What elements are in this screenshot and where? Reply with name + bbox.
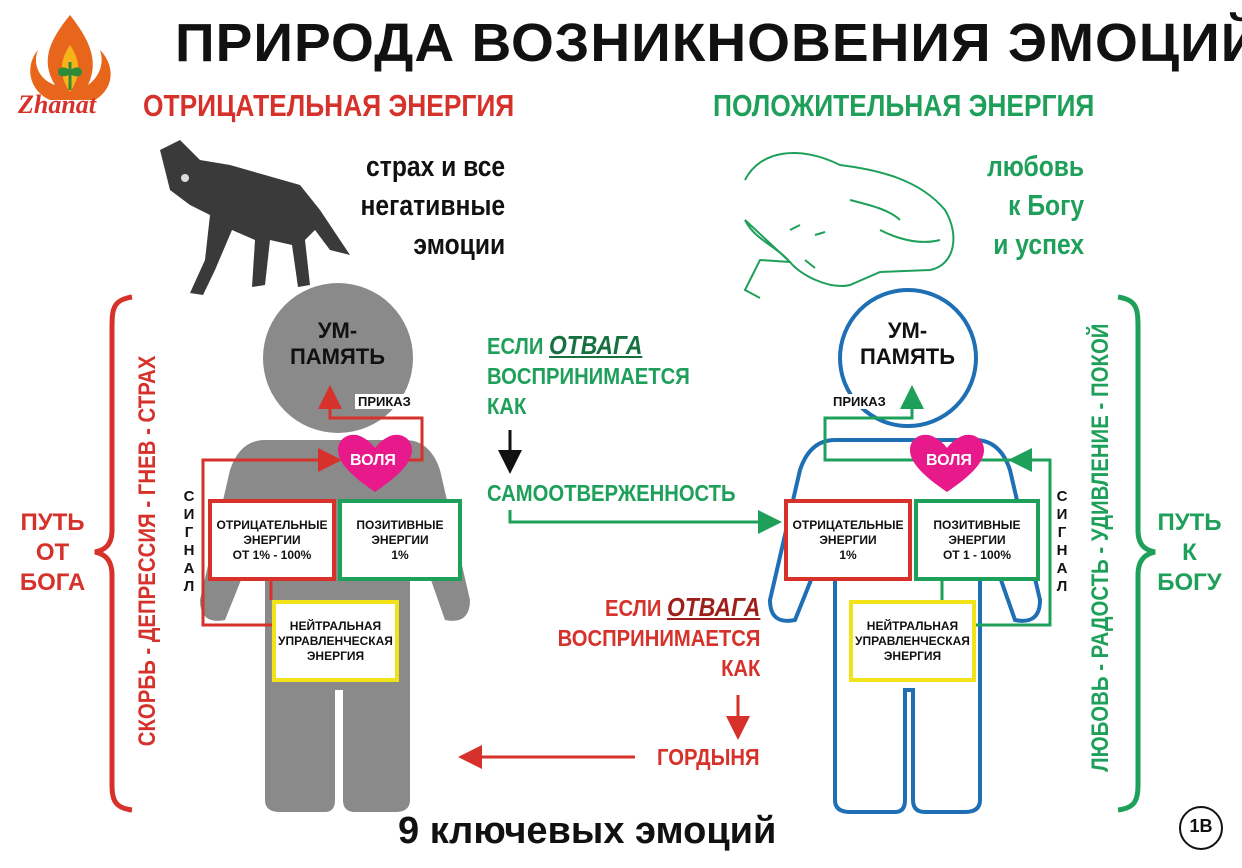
box-line: УПРАВЛЕНЧЕСКАЯ [278, 633, 393, 648]
signal-letter: Л [1056, 578, 1068, 595]
signal-letter: А [1056, 560, 1068, 577]
signal-letter: Л [183, 578, 195, 595]
courage-word: ОТВАГА [548, 330, 643, 360]
box-line: НЕЙТРАЛЬНАЯ [289, 618, 382, 633]
box-line: УПРАВЛЕНЧЕСКАЯ [855, 633, 970, 648]
head-line: ПАМЯТЬ [289, 344, 386, 369]
signal-letter: А [183, 560, 195, 577]
condition-line: КАК [487, 393, 527, 419]
left-brace [94, 294, 133, 813]
box-line: ОТ 1% - 100% [232, 547, 312, 562]
condition-line: КАК [720, 655, 760, 681]
signal-letter: И [183, 506, 195, 523]
box-line: ЭНЕРГИИ [371, 532, 429, 547]
logo-flame-icon [30, 15, 111, 100]
path-to-god: ПУТЬ К БОГУ [1152, 508, 1227, 598]
path-line: БОГУ [1157, 569, 1222, 596]
left-will-label: ВОЛЯ [350, 452, 396, 469]
pride-condition: ЕСЛИ ОТВАГА ВОСПРИНИМАЕТСЯ КАК [557, 592, 760, 683]
box-line: ЭНЕРГИЯ [306, 648, 365, 663]
signal-letter: С [183, 488, 195, 505]
if-word: ЕСЛИ [604, 595, 662, 621]
pride-result: ГОРДЫНЯ [657, 744, 760, 770]
footer-caption: 9 ключевых эмоций [398, 810, 777, 852]
positive-caption: любовь к Богу и успех [987, 148, 1084, 265]
caption-line: негативные [360, 190, 505, 222]
page-badge: 1В [1189, 816, 1213, 836]
path-line: ПУТЬ [20, 509, 85, 536]
right-mind-memory: УМ- ПАМЯТЬ [850, 318, 965, 370]
right-brace [1117, 294, 1156, 813]
positive-energy-heading: ПОЛОЖИТЕЛЬНАЯ ЭНЕРГИЯ [713, 88, 1095, 123]
caption-line: страх и все [365, 151, 505, 183]
if-word: ЕСЛИ [487, 333, 544, 359]
caption-line: и успех [993, 229, 1084, 261]
box-line: ЭНЕРГИИ [243, 532, 301, 547]
right-order-label: ПРИКАЗ [830, 394, 889, 409]
left-mind-memory: УМ- ПАМЯТЬ [280, 318, 395, 370]
negative-energy-heading: ОТРИЦАТЕЛЬНАЯ ЭНЕРГИЯ [143, 88, 515, 123]
box-line: ПОЗИТИВНЫЕ [933, 517, 1021, 532]
courage-word: ОТВАГА [666, 592, 760, 622]
box-line: НЕЙТРАЛЬНАЯ [866, 618, 959, 633]
head-line: УМ- [317, 318, 358, 343]
right-heart-icon [910, 434, 984, 492]
caption-line: к Богу [1008, 190, 1084, 222]
signal-letter: И [1056, 506, 1068, 523]
path-line: К [1182, 539, 1197, 566]
path-line: ПУТЬ [1157, 509, 1222, 536]
condition-line: ВОСПРИНИМАЕТСЯ [487, 363, 690, 389]
box-line: ЭНЕРГИЯ [883, 648, 942, 663]
box-line: ОТРИЦАТЕЛЬНЫЕ [216, 517, 328, 532]
left-heart-icon [338, 434, 412, 492]
signal-letter: С [1056, 488, 1068, 505]
box-line: ЭНЕРГИИ [819, 532, 877, 547]
negative-caption: страх и все негативные эмоции [360, 148, 505, 265]
path-from-god: ПУТЬ ОТ БОГА [15, 508, 90, 598]
white-wolf-image [743, 152, 955, 299]
selflessness-result: САМООТВЕРЖЕННОСТЬ [487, 480, 736, 506]
condition-line: ВОСПРИНИМАЕТСЯ [557, 625, 760, 651]
signal-letter: Н [1056, 542, 1068, 559]
box-line: 1% [391, 547, 409, 562]
page-badge-circle [1179, 806, 1223, 850]
selflessness-condition: ЕСЛИ ОТВАГА ВОСПРИНИМАЕТСЯ КАК [487, 330, 690, 421]
caption-line: любовь [987, 151, 1084, 183]
right-will-label: ВОЛЯ [926, 452, 972, 469]
path-line: ОТ [35, 539, 70, 566]
page-title: ПРИРОДА ВОЗНИКНОВЕНИЯ ЭМОЦИЙ [175, 13, 1242, 73]
negative-emotions-list: СКОРБЬ - ДЕПРЕССИЯ - ГНЕВ - СТРАХ [134, 355, 161, 747]
caption-line: эмоции [413, 229, 505, 261]
positive-emotions-list: ЛЮБОВЬ - РАДОСТЬ - УДИВЛЕНИЕ - ПОКОЙ [1087, 323, 1114, 772]
signal-letter: Н [183, 542, 195, 559]
right-head [838, 288, 978, 428]
left-order-label: ПРИКАЗ [355, 394, 414, 409]
head-line: УМ- [887, 318, 928, 343]
box-line: ПОЗИТИВНЫЕ [356, 517, 444, 532]
head-line: ПАМЯТЬ [859, 344, 956, 369]
signal-letter: Г [1057, 524, 1067, 541]
box-line: ОТ 1 - 100% [942, 547, 1011, 562]
box-line: 1% [839, 547, 857, 562]
signal-letter: Г [184, 524, 194, 541]
black-wolf-image [160, 140, 350, 295]
logo-text: Zhanat [18, 90, 97, 119]
box-line: ЭНЕРГИИ [948, 532, 1006, 547]
path-line: БОГА [19, 569, 86, 596]
box-line: ОТРИЦАТЕЛЬНЫЕ [792, 517, 904, 532]
